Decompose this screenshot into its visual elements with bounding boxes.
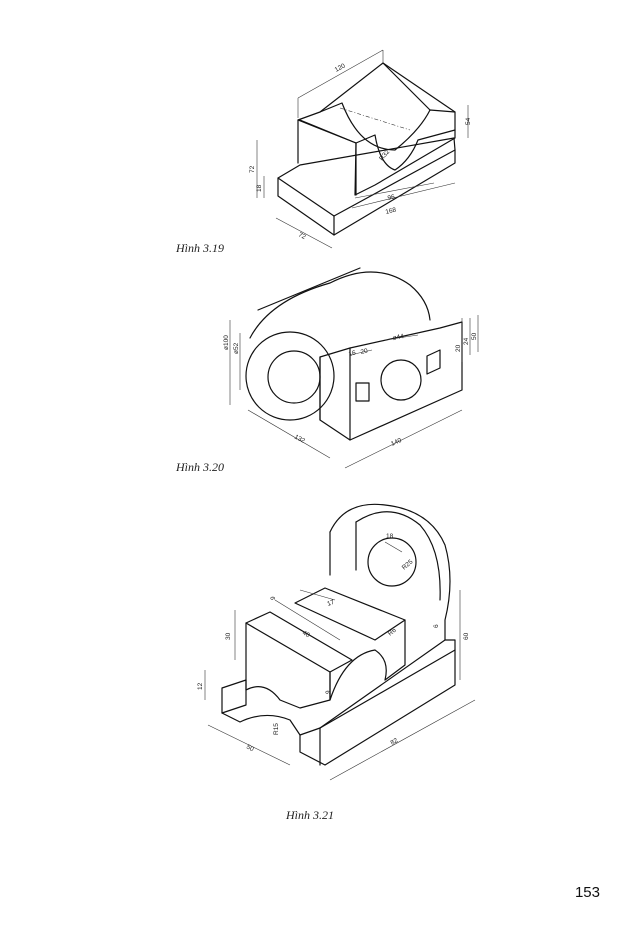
fig321-dim-50: 50 <box>245 744 255 754</box>
fig320-dim-140: 140 <box>390 437 403 448</box>
figure-3-19-caption: Hình 3.19 <box>176 241 224 255</box>
fig319-dim-72-depth: 72 <box>297 232 307 242</box>
page-number: 153 <box>574 884 600 901</box>
figure-3-21-caption: Hình 3.21 <box>286 808 334 822</box>
fig320-dim-d52: ø52 <box>233 342 240 354</box>
fig319-dim-96: 96 <box>387 194 396 202</box>
fig321-dim-82: 82 <box>390 737 400 747</box>
fig321-dim-r15: R15 <box>273 723 280 735</box>
fig321-dim-60: 60 <box>463 632 470 640</box>
fig319-dim-18: 18 <box>256 184 263 192</box>
fig321-dim-17: 17 <box>326 599 336 608</box>
fig321-dim-12: 12 <box>197 682 204 690</box>
fig321-dim-40: 40 <box>301 630 311 640</box>
fig321-dim-18: 18 <box>386 533 394 540</box>
fig319-dim-72-height: 72 <box>249 165 256 173</box>
fig319-dim-168: 168 <box>385 206 398 216</box>
fig320-dim-24: 24 <box>463 337 470 345</box>
fig320-dim-16: 16 <box>348 350 357 358</box>
fig321-dim-r25: R25 <box>401 558 415 571</box>
figure-3-20-caption: Hình 3.20 <box>176 460 224 474</box>
fig320-dim-20-a: 20 <box>360 348 369 356</box>
fig321-dim-6: 6 <box>433 624 440 628</box>
fig320-dim-50: 50 <box>471 332 478 340</box>
fig319-dim-120: 120 <box>334 62 347 73</box>
fig320-dim-d100: ø100 <box>223 335 230 350</box>
fig319-dim-54: 54 <box>465 117 472 125</box>
fig321-dim-9-top: 9 <box>270 596 277 600</box>
fig321-dim-9-side: 9 <box>325 690 332 694</box>
fig320-dim-132: 132 <box>293 434 306 445</box>
fig321-dim-30: 30 <box>225 632 232 640</box>
fig320-dim-20-b: 20 <box>455 344 462 352</box>
fig321-dim-r6: R6 <box>387 627 398 638</box>
fig320-dim-d44: ø44 <box>392 333 405 342</box>
